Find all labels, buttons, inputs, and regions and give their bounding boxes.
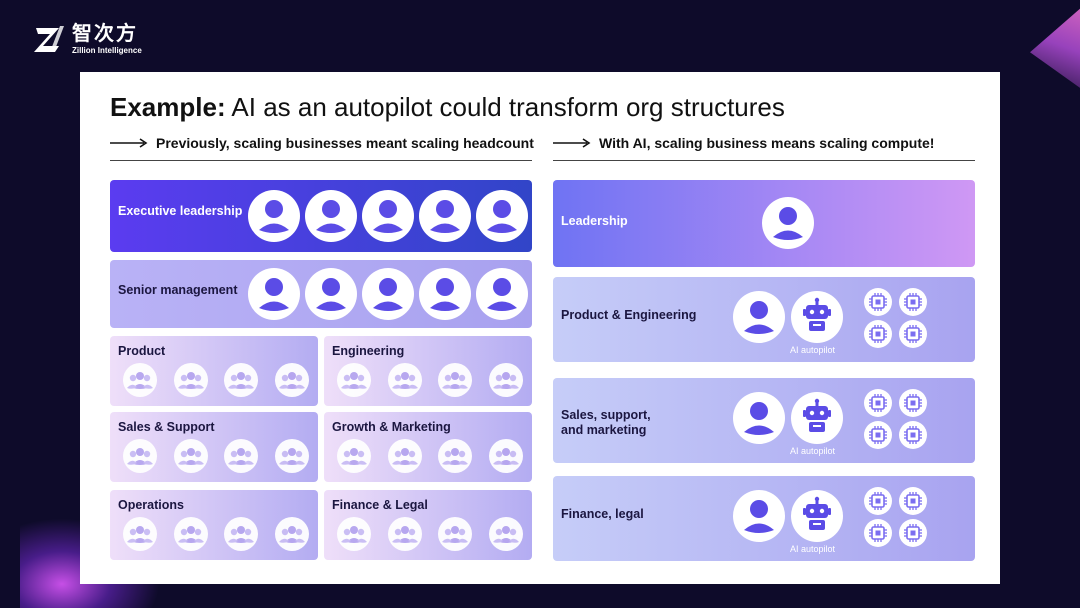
- robot-icon: [791, 291, 843, 343]
- team-box-finance-legal: Finance & Legal: [324, 490, 532, 560]
- people-group-icon: [387, 363, 422, 397]
- person-icon: [476, 190, 528, 242]
- chip-icon: [899, 288, 927, 316]
- person-icon: [248, 190, 300, 242]
- slide-title: Example: AI as an autopilot could transf…: [110, 92, 785, 123]
- robot-icon: [791, 392, 843, 444]
- person-icon: [419, 190, 471, 242]
- arrow-right-icon: [110, 138, 148, 148]
- chip-icon: [864, 519, 892, 547]
- people-group-icon: [123, 439, 157, 473]
- left-heading: Previously, scaling businesses meant sca…: [110, 135, 534, 151]
- people-group-icon: [173, 517, 208, 551]
- ai-autopilot-label: AI autopilot: [790, 446, 836, 456]
- people-group-icon: [438, 439, 472, 473]
- slide-card: Example: AI as an autopilot could transf…: [80, 72, 1000, 584]
- left-divider: [110, 160, 532, 161]
- team-box-product: Product: [110, 336, 318, 406]
- people-group-icon: [438, 363, 472, 397]
- chip-icon: [864, 421, 892, 449]
- leadership-box: Leadership: [553, 180, 975, 267]
- people-group-icon: [337, 439, 371, 473]
- people-group-icon: [488, 439, 523, 473]
- title-rest: AI as an autopilot could transform org s…: [225, 92, 785, 122]
- people-group-icon: [274, 517, 309, 551]
- corner-glow-top-right: [1030, 0, 1080, 95]
- people-group-icon: [123, 517, 157, 551]
- ai-autopilot-label: AI autopilot: [790, 544, 836, 554]
- team-box-growth-marketing: Growth & Marketing: [324, 412, 532, 482]
- team-box-sales-support: Sales & Support: [110, 412, 318, 482]
- executive-leadership-box: Executive leadership: [110, 180, 532, 252]
- people-group-icon: [224, 439, 258, 473]
- brand-name-en: Zillion Intelligence: [72, 45, 142, 55]
- people-group-icon: [387, 517, 422, 551]
- chip-icon: [864, 320, 892, 348]
- team-box-operations: Operations: [110, 490, 318, 560]
- brand-logo: 智次方 Zillion Intelligence: [32, 22, 142, 56]
- person-icon: [419, 268, 471, 320]
- people-group-icon: [438, 517, 472, 551]
- people-group-icon: [274, 363, 309, 397]
- chip-icon: [899, 389, 927, 417]
- people-group-icon: [337, 517, 371, 551]
- department-label: Sales, support,: [561, 408, 651, 422]
- people-group-icon: [274, 439, 309, 473]
- department-label: Product & Engineering: [561, 308, 697, 322]
- chip-icon: [899, 421, 927, 449]
- team-box-engineering: Engineering: [324, 336, 532, 406]
- executive-leadership-label: Executive leadership: [118, 204, 243, 218]
- chip-icon: [899, 487, 927, 515]
- person-icon: [733, 490, 785, 542]
- people-group-icon: [337, 363, 371, 397]
- people-group-icon: [387, 439, 422, 473]
- senior-management-box: Senior management: [110, 260, 532, 328]
- chip-icon: [864, 487, 892, 515]
- right-divider: [553, 160, 975, 161]
- department-label-line2: and marketing: [561, 423, 647, 437]
- team-label: Sales & Support: [118, 420, 215, 434]
- person-icon: [305, 268, 357, 320]
- people-group-icon: [488, 363, 523, 397]
- team-label: Product: [118, 344, 166, 358]
- team-label: Operations: [118, 498, 184, 512]
- team-label: Finance & Legal: [332, 498, 428, 512]
- people-group-icon: [224, 517, 258, 551]
- team-label: Engineering: [332, 344, 405, 358]
- chip-icon: [864, 288, 892, 316]
- left-heading-text: Previously, scaling businesses meant sca…: [156, 135, 534, 151]
- department-label: Finance, legal: [561, 507, 644, 521]
- leadership-label: Leadership: [561, 214, 628, 228]
- people-group-icon: [173, 439, 208, 473]
- people-group-icon: [173, 363, 208, 397]
- chip-icon: [899, 320, 927, 348]
- people-group-icon: [488, 517, 523, 551]
- chip-icon: [864, 389, 892, 417]
- person-icon: [248, 268, 300, 320]
- person-icon: [733, 291, 785, 343]
- title-bold: Example:: [110, 92, 226, 122]
- senior-management-label: Senior management: [118, 283, 238, 297]
- person-icon: [362, 268, 414, 320]
- brand-name-cn: 智次方: [72, 22, 138, 45]
- person-icon: [762, 197, 814, 249]
- robot-icon: [791, 490, 843, 542]
- ai-autopilot-label: AI autopilot: [790, 345, 836, 355]
- arrow-right-icon: [553, 138, 591, 148]
- right-heading: With AI, scaling business means scaling …: [553, 135, 934, 151]
- people-group-icon: [224, 363, 258, 397]
- department-box-sales-support: Sales, support,and marketing AI autopilot: [553, 378, 975, 463]
- person-icon: [305, 190, 357, 242]
- person-icon: [476, 268, 528, 320]
- department-box-product-engineering: Product & Engineering AI autopilot: [553, 277, 975, 362]
- person-icon: [733, 392, 785, 444]
- right-heading-text: With AI, scaling business means scaling …: [599, 135, 935, 151]
- people-group-icon: [123, 363, 157, 397]
- chip-icon: [899, 519, 927, 547]
- person-icon: [362, 190, 414, 242]
- department-box-finance-legal: Finance, legal AI autopilot: [553, 476, 975, 561]
- team-label: Growth & Marketing: [332, 420, 451, 434]
- zillion-logo-icon: [34, 26, 64, 52]
